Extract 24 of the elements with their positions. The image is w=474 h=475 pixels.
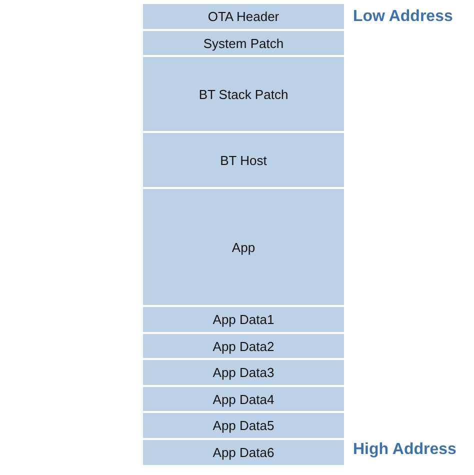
address-label: High Address [353,441,456,459]
region-label: App Data2 [212,338,274,354]
region-label: BT Stack Patch [198,86,288,102]
region-label: App Data5 [212,418,274,433]
memory-region [142,30,345,56]
region-label: App Data4 [212,392,274,406]
memory-region [142,56,345,132]
address-label: Low Address [353,8,453,26]
memory-region [142,132,345,188]
region-label: App Data3 [212,365,274,380]
region-label: App [232,240,256,254]
region-label: BT Host [220,152,267,168]
region-label: App Data6 [212,445,274,460]
memory-region [142,333,345,359]
memory-region [142,3,345,30]
memory-region [142,306,345,333]
memory-region [142,188,345,306]
region-label: System Patch [203,36,284,50]
memory-region [142,439,345,466]
memory-region [142,412,345,439]
region-label: App Data1 [212,312,274,327]
memory-region [142,359,345,386]
memory-region [142,386,345,412]
region-label: OTA Header [208,9,280,24]
